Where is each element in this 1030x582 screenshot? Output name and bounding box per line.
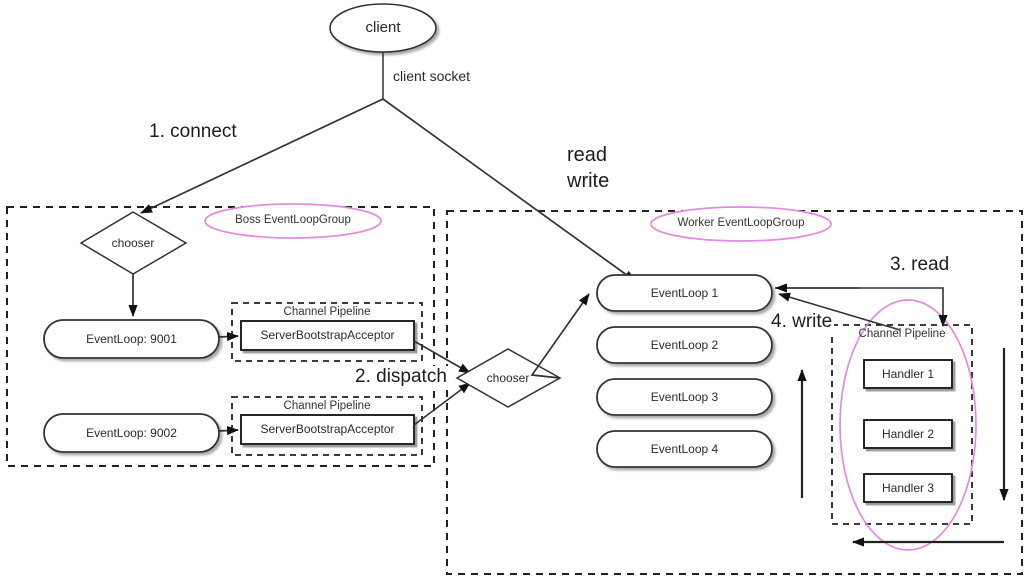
worker-eventloop-1-label: EventLoop 1 (650, 286, 719, 300)
worker-eventloop-3-shape (596, 378, 773, 416)
read-flow-arrow (775, 287, 948, 327)
eventloop-9001-to-acceptor-arrow (218, 331, 239, 342)
server-bootstrap-acceptor-2-box (240, 414, 415, 445)
worker-pipeline-container (831, 324, 973, 525)
handler-1-box (863, 359, 953, 389)
boss-eventloop-9002-label: EventLoop: 9002 (86, 426, 177, 440)
boss-pipeline-2-title: Channel Pipeline (283, 400, 371, 412)
worker-eventloop-2-label: EventLoop 2 (650, 338, 719, 352)
boss-group-container (6, 206, 435, 467)
dispatch-arrow-bottom (413, 382, 471, 426)
worker-eventloop-3-label: EventLoop 3 (650, 390, 719, 404)
server-bootstrap-acceptor-1-box (240, 320, 415, 351)
worker-pipeline-title: Channel Pipeline (858, 328, 946, 340)
worker-chooser-to-eventloop1-arrow (530, 293, 590, 379)
eventloop-9002-to-acceptor-arrow (218, 425, 239, 436)
connect-arrow (140, 98, 384, 214)
worker-eventloop-2-shape (596, 326, 773, 364)
boss-eventloop-9001-label: EventLoop: 9001 (86, 332, 177, 346)
handler-1-label: Handler 1 (881, 367, 935, 381)
dispatch-arrow-top (413, 340, 471, 374)
worker-eventloop-4-label: EventLoop 4 (650, 442, 719, 456)
boss-pipeline-1-title: Channel Pipeline (283, 306, 371, 318)
worker-eventloop-1-shape (596, 274, 773, 312)
handler-2-box (863, 419, 953, 449)
worker-chooser-label: chooser (486, 371, 530, 385)
boss-eventloop-9001-shape (43, 319, 220, 359)
write-flow-arrow (778, 292, 901, 331)
client-label: client (365, 19, 401, 36)
handler-3-label: Handler 3 (881, 481, 935, 495)
server-bootstrap-acceptor-1-label: ServerBootstrapAcceptor (260, 328, 395, 342)
handler-2-label: Handler 2 (881, 427, 935, 441)
read-write-arrow (382, 98, 636, 282)
boss-chooser-label: chooser (111, 236, 155, 250)
worker-eventloop-4-shape (596, 430, 773, 468)
pipeline-flow-ellipse (839, 299, 977, 551)
boss-group-label-ellipse (204, 203, 382, 239)
boss-eventloop-9002-shape (43, 413, 220, 453)
worker-group-label-ellipse (650, 206, 832, 242)
worker-group-label: Worker EventLoopGroup (677, 217, 805, 229)
worker-chooser-diamond (455, 348, 562, 408)
server-bootstrap-acceptor-2-label: ServerBootstrapAcceptor (260, 422, 395, 436)
handler-3-box (863, 473, 953, 503)
boss-group-label: Boss EventLoopGroup (235, 214, 351, 226)
